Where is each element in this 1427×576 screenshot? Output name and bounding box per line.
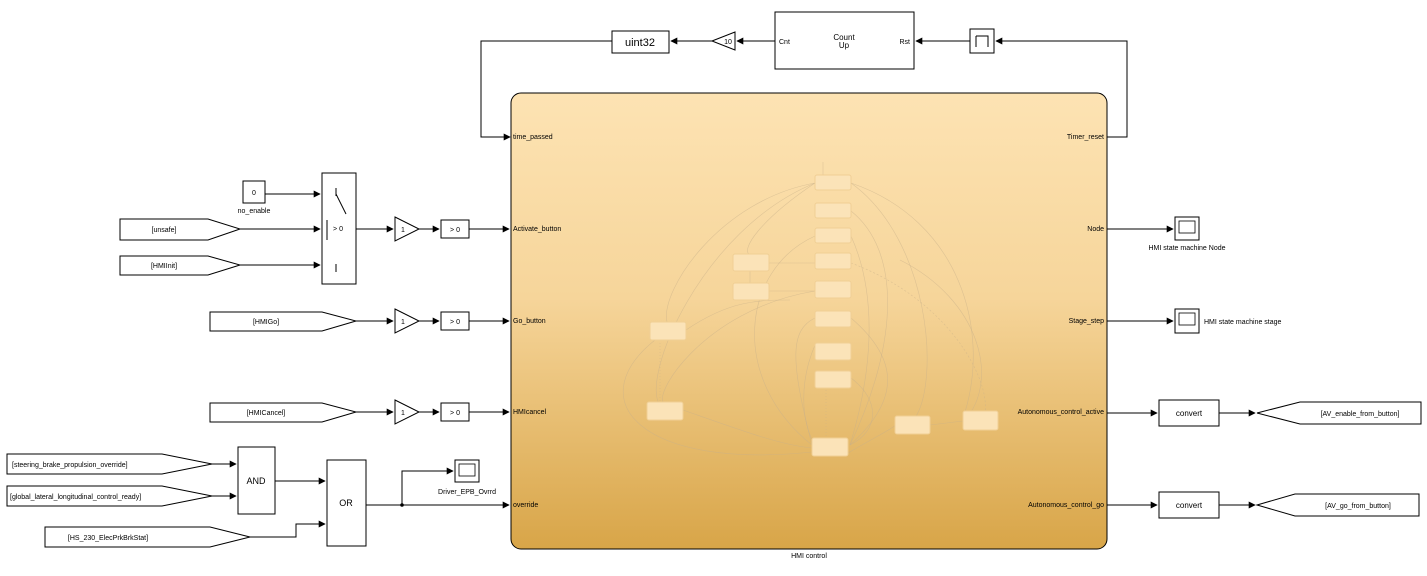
output-port-av-go: Autonomous_control_go xyxy=(1028,502,1104,509)
gain-10-block[interactable] xyxy=(710,31,736,51)
from-tag-elecprkbrk[interactable] xyxy=(44,526,251,548)
input-port-activate: Activate_button xyxy=(513,226,561,233)
output-port-av-active: Autonomous_control_active xyxy=(1018,409,1104,416)
compare-label: > 0 xyxy=(450,227,460,234)
from-tag-hmigo[interactable] xyxy=(209,311,358,332)
scope-stage-label: HMI state machine stage xyxy=(1204,319,1282,326)
input-port-cancel: HMIcancel xyxy=(513,409,547,416)
state-box[interactable] xyxy=(814,280,852,299)
or-block[interactable] xyxy=(326,459,367,547)
input-port-go: Go_button xyxy=(513,318,546,325)
from-tag-control-ready[interactable] xyxy=(6,485,213,507)
switch-block[interactable] xyxy=(321,172,357,285)
state-box[interactable] xyxy=(814,370,852,389)
chart-transitions xyxy=(623,162,986,456)
counter-label-1: Count xyxy=(833,33,855,42)
state-box[interactable] xyxy=(814,310,852,328)
detect-change-block[interactable] xyxy=(969,28,995,54)
chart-states xyxy=(646,174,999,457)
scope-icon xyxy=(458,463,476,477)
convert-label: convert xyxy=(1176,409,1203,418)
compare-label: > 0 xyxy=(450,410,460,417)
scope-icon xyxy=(1178,220,1196,234)
from-tag-steering-override[interactable] xyxy=(6,453,213,475)
goto-tag-av-go[interactable] xyxy=(1255,493,1420,517)
and-block[interactable] xyxy=(237,446,276,515)
input-port-override: override xyxy=(513,502,538,509)
hmi-control-chart[interactable]: HMI control time_passed Activate_button … xyxy=(510,92,1108,560)
from-tag-label: [HS_230_ElecPrkBrkStat] xyxy=(68,535,148,542)
gain-1-block[interactable] xyxy=(394,216,421,242)
uint32-label: uint32 xyxy=(625,37,655,49)
state-box[interactable] xyxy=(811,437,849,457)
gain-10-label: 10 xyxy=(724,39,732,46)
constant-block[interactable] xyxy=(242,180,266,204)
gain-1-label: 1 xyxy=(401,227,405,234)
state-box[interactable] xyxy=(814,227,852,244)
state-box[interactable] xyxy=(814,252,852,270)
or-label: OR xyxy=(339,498,353,508)
scope-driver-label: Driver_EPB_Ovrrd xyxy=(438,489,496,496)
goto-tag-av-enable[interactable] xyxy=(1256,401,1422,425)
convert-block[interactable] xyxy=(1158,399,1220,427)
constant-value: 0 xyxy=(252,190,256,197)
gain-1-label: 1 xyxy=(401,410,405,417)
go-path: [HMIGo] 1 > 0 xyxy=(209,308,510,334)
switch-threshold: > 0 xyxy=(333,226,343,233)
uint32-convert-block[interactable] xyxy=(611,30,670,54)
gain-1-label: 1 xyxy=(401,319,405,326)
gain-1-block[interactable] xyxy=(394,399,421,425)
from-tag-label: [global_lateral_longitudinal_control_rea… xyxy=(10,494,141,501)
scope-node-label: HMI state machine Node xyxy=(1148,245,1225,252)
goto-tag-label: [AV_enable_from_button] xyxy=(1321,411,1400,418)
from-tag-label: [HMIInit] xyxy=(151,263,177,270)
cancel-path: [HMICancel] 1 > 0 xyxy=(209,399,510,425)
edge-detect-icon xyxy=(975,35,989,47)
output-port-node: Node xyxy=(1087,226,1104,233)
goto-tag-label: [AV_go_from_button] xyxy=(1325,503,1391,510)
from-tag-unsafe[interactable] xyxy=(119,218,242,241)
compare-label: > 0 xyxy=(450,319,460,326)
activate-path: 0 no_enable [unsafe] [HMIInit] > 0 1 > 0 xyxy=(119,172,510,285)
state-box[interactable] xyxy=(814,342,852,361)
from-tag-label: [unsafe] xyxy=(152,227,177,234)
from-tag-label: [steering_brake_propulsion_override] xyxy=(12,462,128,469)
state-box[interactable] xyxy=(732,253,770,272)
from-tag-label: [HMICancel] xyxy=(247,410,286,417)
state-box[interactable] xyxy=(814,174,852,191)
state-box[interactable] xyxy=(962,410,999,431)
override-logic: [steering_brake_propulsion_override] [gl… xyxy=(6,446,510,548)
timer-loop: uint32 10 Count Up Cnt Rst xyxy=(480,11,1128,141)
counter-port-rst: Rst xyxy=(900,39,911,46)
from-tag-hmicancel[interactable] xyxy=(209,402,358,423)
from-tag-hmiinit[interactable] xyxy=(119,255,242,276)
convert-label: convert xyxy=(1176,501,1203,510)
counter-label-2: Up xyxy=(839,41,850,50)
state-box[interactable] xyxy=(814,202,852,219)
state-box[interactable] xyxy=(649,321,687,341)
state-box[interactable] xyxy=(894,415,931,435)
scope-icon xyxy=(1178,312,1196,326)
output-port-stage: Stage_step xyxy=(1069,318,1105,325)
state-box[interactable] xyxy=(646,401,684,421)
state-box[interactable] xyxy=(732,282,770,301)
outputs: HMI state machine Node HMI state machine… xyxy=(1107,216,1422,519)
constant-name: no_enable xyxy=(238,208,271,215)
output-port-timer-reset: Timer_reset xyxy=(1067,134,1104,141)
gain-1-block[interactable] xyxy=(394,308,421,334)
from-tag-label: [HMIGo] xyxy=(253,319,279,326)
chart-title: HMI control xyxy=(791,553,827,560)
and-label: AND xyxy=(246,476,266,486)
input-port-time-passed: time_passed xyxy=(513,134,553,141)
counter-port-cnt: Cnt xyxy=(779,39,790,46)
